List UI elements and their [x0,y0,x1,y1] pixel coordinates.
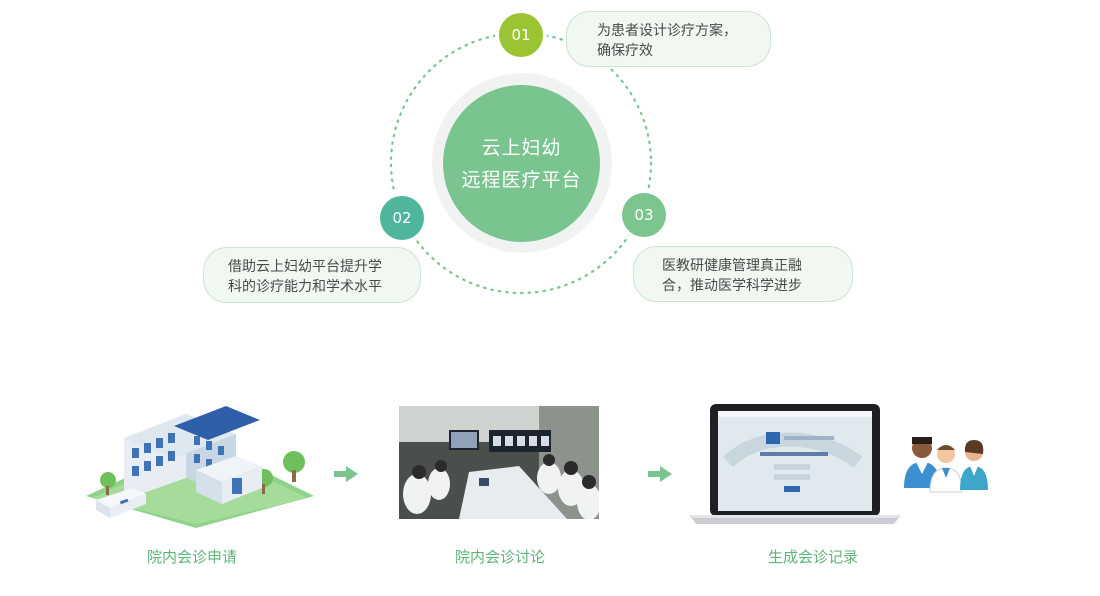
point-number-02: 02 [380,196,424,240]
point-bubble-02: 借助云上妇幼平台提升学 科的诊疗能力和学术水平 [203,247,421,303]
orbit-ring [389,31,653,295]
point-bubble-03: 医教研健康管理真正融 合，推动医学科学进步 [633,246,853,302]
point-number-01: 01 [499,13,543,57]
laptop-with-doctors-icon [690,404,988,524]
platform-title-line2: 远程医疗平台 [461,168,582,191]
platform-title-line1: 云上妇幼 [481,136,562,159]
point-text-line2: 合，推动医学科学进步 [662,278,802,294]
flow-step-label-record: 生成会诊记录 [767,548,858,566]
point-text-line1: 为患者设计诊疗方案， [597,23,737,39]
point-text-line2: 确保疗效 [597,43,653,59]
point-bubble-01: 为患者设计诊疗方案， 确保疗效 [566,11,771,67]
point-text-line1: 医教研健康管理真正融 [662,258,802,274]
flow-step-label-apply: 院内会诊申请 [146,548,237,566]
flow-arrow-icon [334,466,358,482]
meeting-room-photo [399,406,599,519]
point-text-line2: 科的诊疗能力和学术水平 [228,279,382,295]
platform-hub: 云上妇幼 远程医疗平台 [443,85,600,242]
hospital-building-icon [86,406,314,528]
flow-arrow-icon [648,466,672,482]
flow-step-label-discuss: 院内会诊讨论 [454,548,545,566]
point-text-line1: 借助云上妇幼平台提升学 [228,259,382,275]
point-number-03: 03 [622,193,666,237]
